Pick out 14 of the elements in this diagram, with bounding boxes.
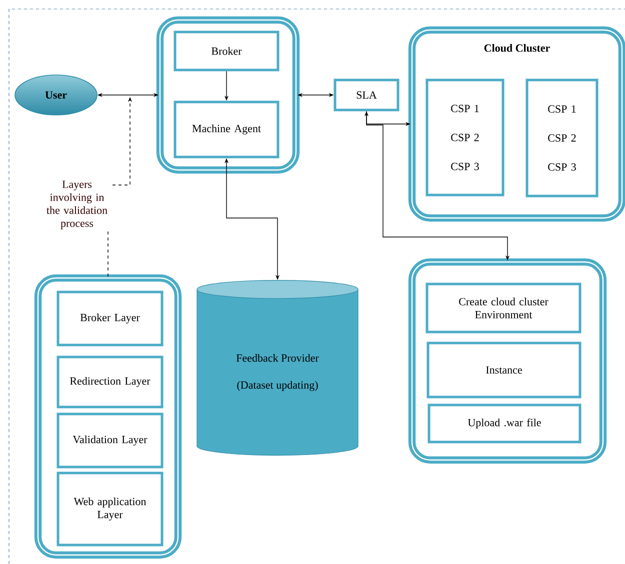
process-box: SLA [334,78,400,112]
process-box: Broker Layer [56,290,164,346]
process-box: Broker [174,30,280,72]
process-box: Web application Layer [56,472,164,546]
process-box: Instance [426,342,582,398]
process-box: CSP 1 CSP 2 CSP 3 [526,78,598,198]
edge-label: Layers involving in the validation process [42,180,112,230]
process-box: Create cloud cluster Environment [426,282,582,334]
process-box: Validation Layer [56,412,164,468]
process-box: Machine Agent [174,100,280,158]
database-cylinder: Feedback Provider (Dataset updating) [196,280,358,456]
process-box: CSP 1 CSP 2 CSP 3 [426,78,504,196]
process-box: Redirection Layer [56,356,164,408]
process-box: Upload .war file [428,404,582,444]
